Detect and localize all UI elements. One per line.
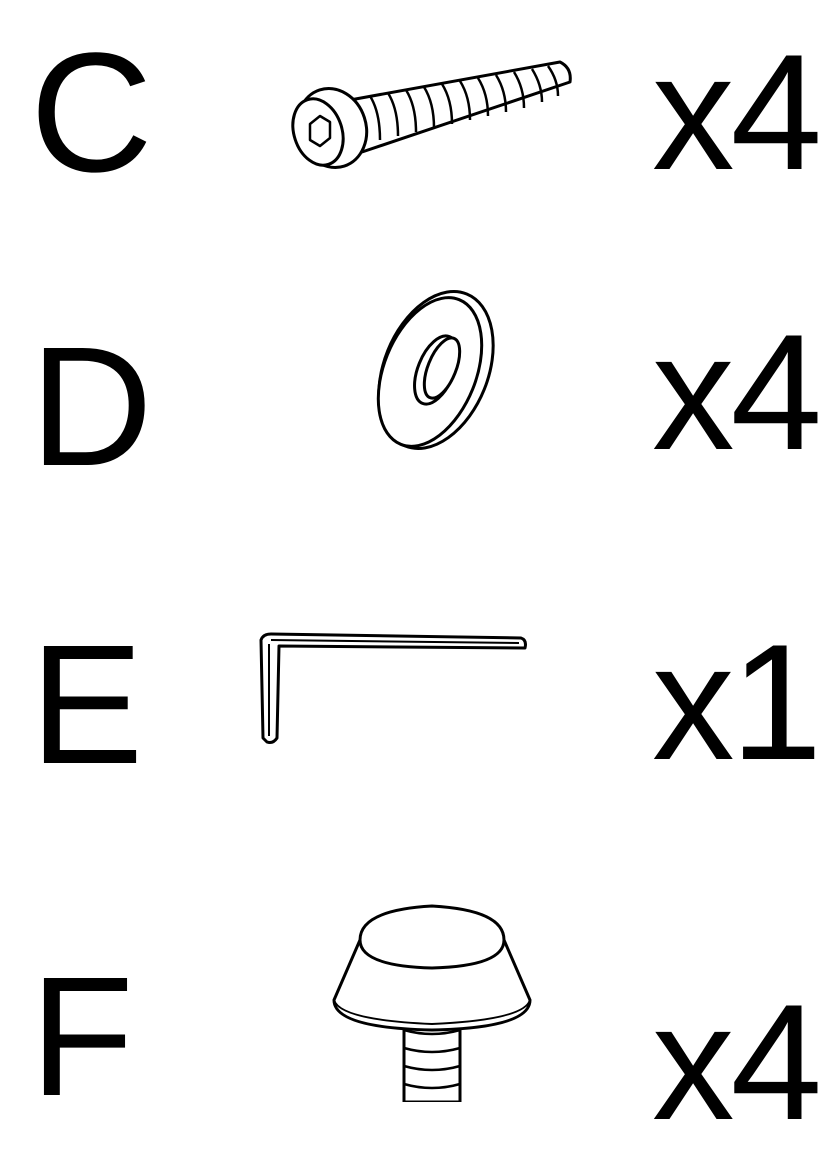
part-letter: D bbox=[30, 322, 153, 492]
allen-key-icon bbox=[255, 630, 535, 750]
part-row-d: D x4 bbox=[0, 270, 839, 490]
part-letter: C bbox=[30, 28, 153, 198]
foot-glide-icon bbox=[330, 900, 540, 1102]
part-letter: E bbox=[30, 620, 143, 790]
part-quantity: x4 bbox=[652, 310, 818, 475]
screw-icon bbox=[280, 40, 580, 190]
washer-icon bbox=[360, 286, 510, 456]
part-letter: F bbox=[30, 952, 134, 1122]
part-quantity: x4 bbox=[652, 980, 818, 1145]
part-quantity: x1 bbox=[652, 620, 818, 785]
part-row-f: F x4 bbox=[0, 880, 839, 1102]
part-quantity: x4 bbox=[652, 30, 818, 195]
part-row-e: E x1 bbox=[0, 590, 839, 810]
part-row-c: C x4 bbox=[0, 0, 839, 230]
